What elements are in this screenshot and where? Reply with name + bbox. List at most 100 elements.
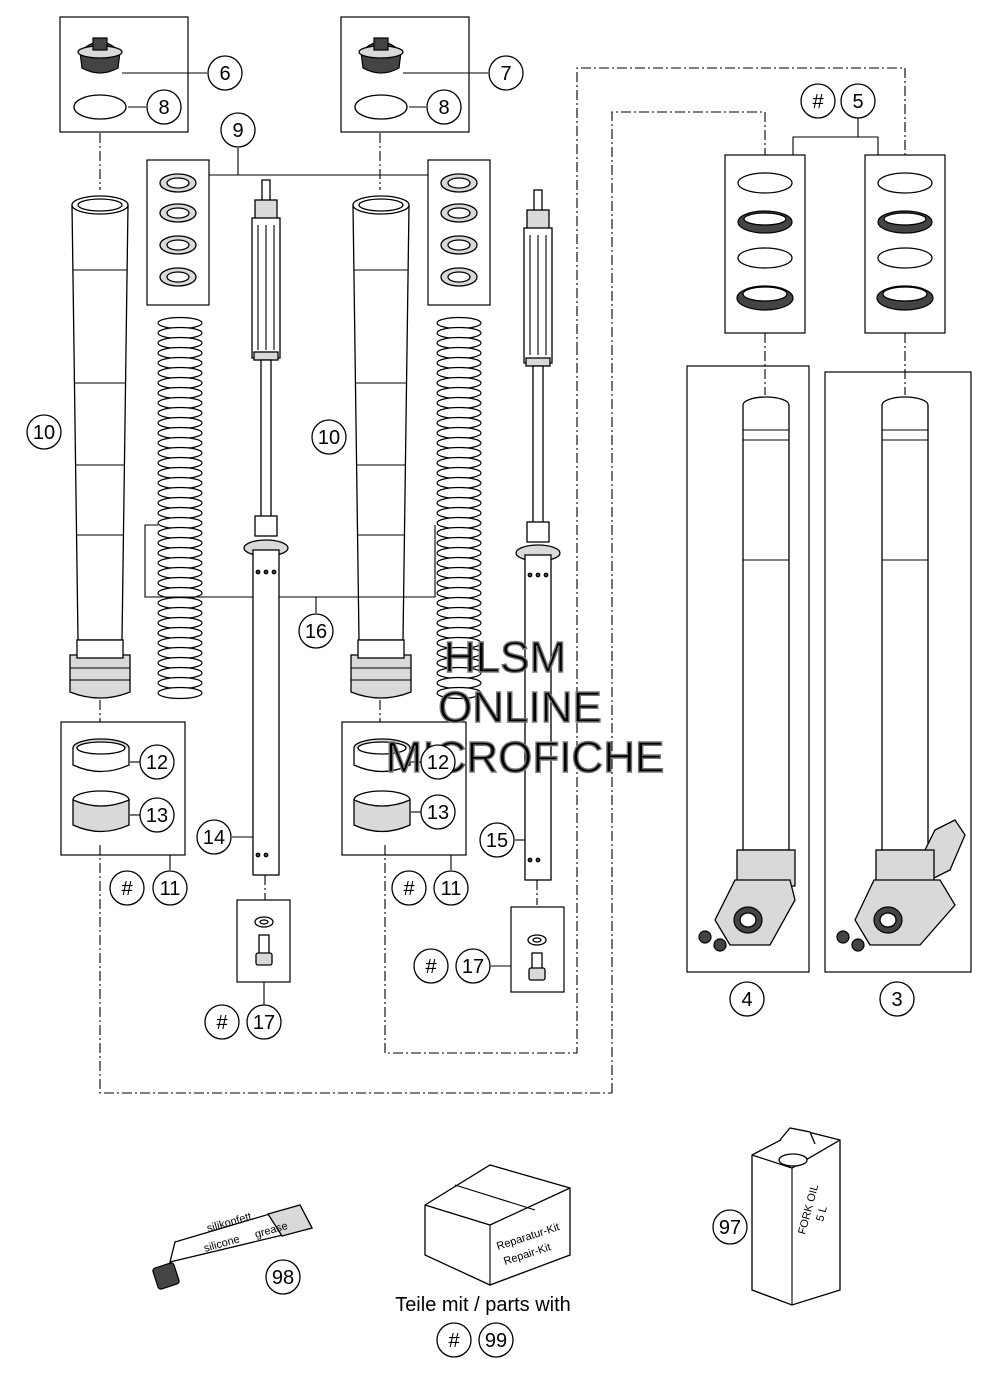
spring-coil [436, 596, 482, 610]
callout-10a: 10 [26, 414, 62, 450]
watermark-line1: HLSM [444, 633, 566, 682]
callout-12b-text: 12 [427, 752, 449, 774]
callout-11b-hash-text: # [403, 878, 415, 900]
spring-coil [157, 496, 203, 510]
spring-coil [157, 626, 203, 640]
spring-left [157, 316, 203, 700]
spring-coil [157, 396, 203, 410]
fork-oil-can: FORK OIL 5 L [751, 1127, 841, 1306]
spring-coil [436, 516, 482, 530]
spring-coil [157, 546, 203, 560]
repair-kit-box: Reparatur-Kit Repair-Kit [424, 1164, 571, 1286]
callout-9-leaders [209, 148, 428, 176]
spring-coil [436, 546, 482, 560]
callouts: 6 8 7 8 9 10 10 16 12 13 12 13 # 11 # 11… [26, 55, 915, 1358]
callout-17a: 17 [246, 1004, 282, 1040]
bushing-group-right [341, 721, 467, 870]
callout-8b-text: 8 [438, 97, 449, 119]
spring-coil [436, 506, 482, 520]
spring-coil [436, 326, 482, 340]
watermark: HLSM ONLINE MICROFICHE [385, 632, 665, 782]
spring-coil [436, 316, 482, 330]
spring-coil [157, 466, 203, 480]
spring-coil [436, 376, 482, 390]
spring-coil [157, 536, 203, 550]
spring-coil [436, 346, 482, 360]
spring-coil [436, 616, 482, 630]
callout-5-text: 5 [852, 91, 863, 113]
callout-11b-text: 11 [441, 878, 462, 900]
callout-13b-text: 13 [427, 802, 449, 824]
callout-10a-text: 10 [33, 422, 55, 444]
callout-5: 5 [840, 83, 876, 119]
callout-9: 9 [220, 112, 256, 148]
callout-6-text: 6 [219, 63, 230, 85]
spring-coil [436, 606, 482, 620]
spring-coil [157, 606, 203, 620]
callout-13a: 13 [139, 797, 175, 833]
callout-11b-hash: # [391, 870, 427, 906]
inner-tube-right [824, 371, 972, 973]
spring-coil [436, 436, 482, 450]
spring-coil [157, 526, 203, 540]
spring-coil [157, 636, 203, 650]
spring-coil [436, 426, 482, 440]
spring-coil [157, 446, 203, 460]
callout-12a-text: 12 [146, 752, 168, 774]
spring-coil [157, 576, 203, 590]
callout-10b-text: 10 [318, 427, 340, 449]
callout-7: 7 [488, 55, 524, 91]
callout-11a-text: 11 [160, 878, 181, 900]
callout-98: 98 [265, 1259, 301, 1295]
spring-coil [436, 586, 482, 600]
spring-coil [436, 536, 482, 550]
spring-coil [436, 476, 482, 490]
cap-group-right [340, 16, 488, 133]
callout-99-hash: # [436, 1322, 472, 1358]
callout-97-text: 97 [719, 1217, 741, 1239]
spring-coil [157, 516, 203, 530]
callout-6: 6 [207, 55, 243, 91]
dash-lines [99, 67, 906, 1094]
callout-12a: 12 [139, 744, 175, 780]
spring-coil [436, 386, 482, 400]
cartridge-right [515, 189, 561, 881]
callout-13a-text: 13 [146, 805, 168, 827]
spring-coil [157, 566, 203, 580]
spring-coil [436, 686, 482, 700]
bolt-group-left [236, 899, 291, 1005]
callout-4: 4 [729, 981, 765, 1017]
bushing-group-left [60, 721, 186, 870]
spring-coil [157, 406, 203, 420]
callout-11a: 11 [152, 870, 188, 906]
callout-11a-hash-text: # [121, 878, 133, 900]
spacer-group-left [146, 159, 210, 306]
spring-coil [157, 426, 203, 440]
spring-coil [436, 396, 482, 410]
spring-coil [157, 686, 203, 700]
callout-17b: 17 [455, 948, 491, 984]
spring-coil [157, 386, 203, 400]
callout-4-text: 4 [741, 989, 752, 1011]
spring-coil [157, 416, 203, 430]
spring-coil [436, 366, 482, 380]
callout-99-hash-text: # [448, 1330, 460, 1352]
spring-coil [157, 486, 203, 500]
spring-coil [436, 466, 482, 480]
spring-coil [436, 406, 482, 420]
cartridge-left [232, 179, 289, 876]
callout-12b: 12 [420, 744, 456, 780]
callout-99: 99 [478, 1322, 514, 1358]
spring-coil [436, 356, 482, 370]
callout-17b-hash-text: # [425, 956, 437, 978]
spring-coil [157, 366, 203, 380]
spring-coil [157, 476, 203, 490]
callout-98-text: 98 [272, 1267, 294, 1289]
callout-99-text: 99 [485, 1330, 507, 1352]
spring-coil [436, 446, 482, 460]
spacer-group-right [427, 159, 491, 306]
bolt-group-right [491, 906, 565, 993]
outer-tube-right [350, 195, 412, 699]
callout-8a-text: 8 [158, 97, 169, 119]
